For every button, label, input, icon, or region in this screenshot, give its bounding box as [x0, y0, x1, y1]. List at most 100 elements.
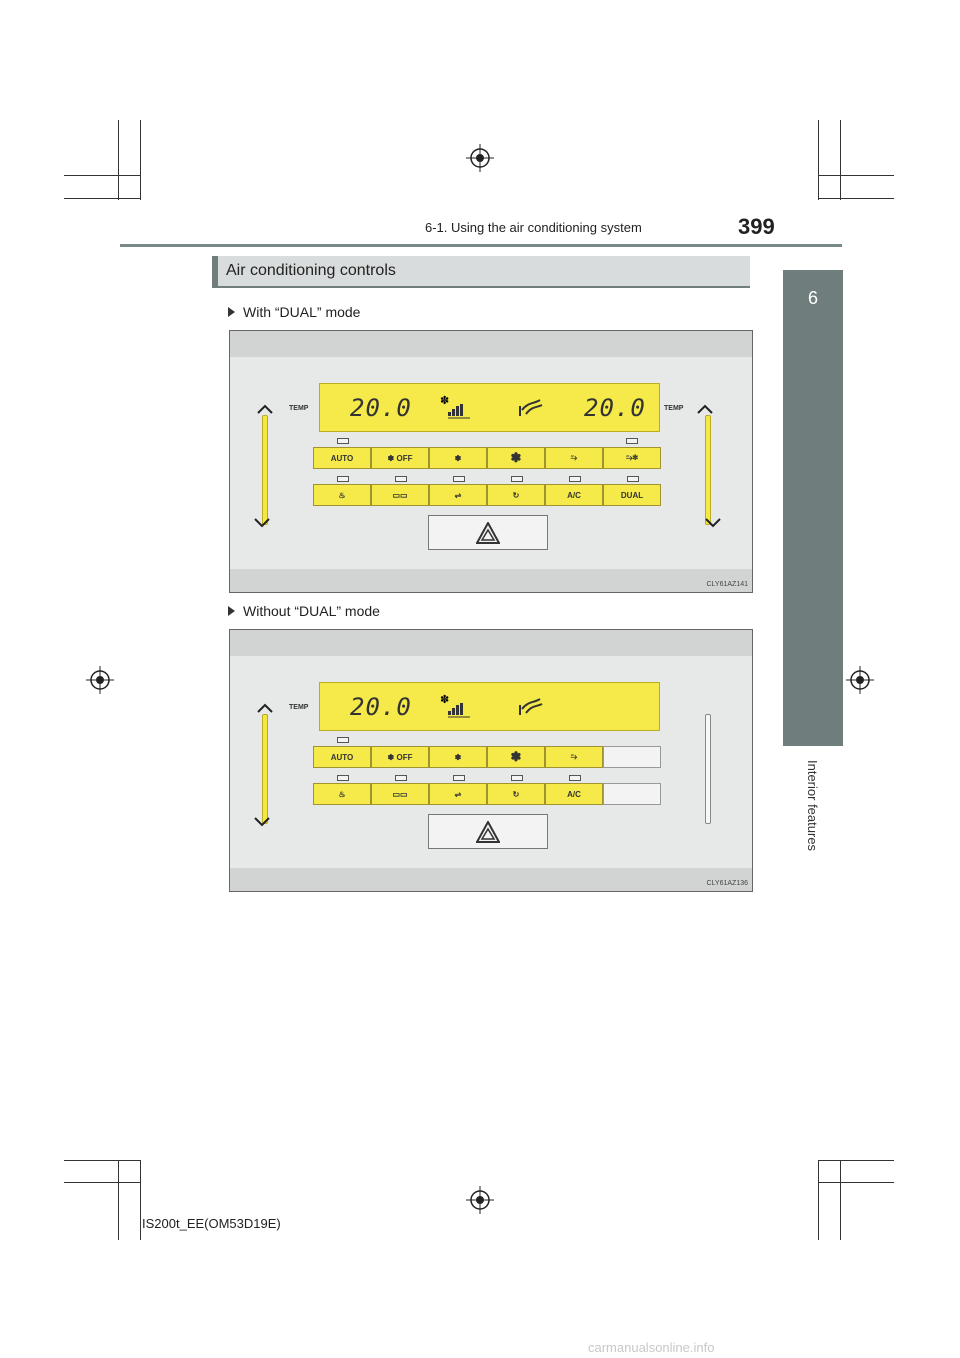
fresh-air-button[interactable]: ⇌ [429, 484, 487, 506]
ac-panel-dual: TEMP TEMP 20.0 ✽ 20.0 AUTO ✽ OFF ✽ ✽ ⥲ ⥲… [229, 330, 753, 593]
recirculate-button[interactable]: ↻ [487, 484, 545, 506]
auto-button[interactable]: AUTO [313, 746, 371, 768]
temperature-left: 20.0 [350, 693, 412, 721]
fan-speed-up-button[interactable]: ✽ [487, 447, 545, 469]
fan-off-button[interactable]: ✽ OFF [371, 447, 429, 469]
chapter-label: Interior features [805, 760, 820, 852]
fan-large-icon: ✽ [510, 749, 522, 764]
caption-text: Without “DUAL” mode [243, 603, 380, 619]
temp-slider-right-inactive [705, 714, 711, 824]
fresh-air-button[interactable]: ⇌ [429, 783, 487, 805]
indicator-led [395, 476, 407, 482]
hazard-button[interactable] [428, 515, 548, 550]
windshield-defog-icon: ♨ [338, 789, 346, 799]
fan-speed-down-button[interactable]: ✽ [429, 746, 487, 768]
button-row-upper: AUTO ✽ OFF ✽ ✽ ⥲ [313, 746, 661, 768]
registration-mark-icon [86, 666, 114, 694]
fan-speed-up-button[interactable]: ✽ [487, 746, 545, 768]
crop-mark [818, 198, 894, 199]
crop-mark [818, 1160, 819, 1240]
indicator-led [569, 775, 581, 781]
fan-small-icon: ✽ [454, 752, 462, 762]
panel-top-strip [230, 630, 752, 656]
section-heading-text: Air conditioning controls [226, 262, 396, 279]
recirculate-button[interactable]: ↻ [487, 783, 545, 805]
crop-mark [140, 1160, 141, 1240]
chevron-down-icon [705, 515, 721, 528]
crop-mark [818, 1182, 894, 1183]
fan-icon: ✽ [387, 752, 397, 762]
auto-button[interactable]: AUTO [313, 447, 371, 469]
fresh-air-icon: ⇌ [454, 789, 462, 799]
registration-mark-icon [466, 144, 494, 172]
crop-mark [818, 120, 819, 200]
chevron-up-icon [257, 700, 273, 713]
temp-slider-left[interactable] [262, 415, 268, 525]
fan-large-icon: ✽ [510, 450, 522, 465]
chevron-down-icon [254, 814, 270, 827]
indicator-led [453, 476, 465, 482]
rear-defog-button[interactable]: ▭▭ [371, 783, 429, 805]
crop-mark [64, 198, 140, 199]
crop-mark [64, 1182, 140, 1183]
figure-caption: Without “DUAL” mode [228, 603, 380, 619]
fresh-air-icon: ⇌ [454, 490, 462, 500]
airflow-mode-icon [519, 399, 543, 416]
running-header-section: 6-1. Using the air conditioning system [425, 220, 642, 235]
fan-off-button[interactable]: ✽ OFF [371, 746, 429, 768]
panel-bottom-strip [230, 868, 752, 891]
crop-mark [818, 1160, 894, 1161]
recirculate-icon: ↻ [512, 490, 520, 500]
rear-defog-icon: ▭▭ [392, 490, 408, 500]
chevron-down-icon [254, 515, 270, 528]
image-code: CLY61AZ141 [706, 581, 748, 588]
crop-mark [64, 175, 140, 176]
figure-caption: With “DUAL” mode [228, 304, 360, 320]
svg-text:✽: ✽ [440, 394, 449, 407]
dual-button[interactable]: DUAL [603, 484, 661, 506]
header-rule [120, 244, 842, 247]
airflow-auto-icon: ⥲✽ [626, 453, 638, 462]
indicator-led [511, 476, 523, 482]
blank-button [603, 783, 661, 805]
windshield-defog-button[interactable]: ♨ [313, 484, 371, 506]
windshield-defog-icon: ♨ [338, 490, 346, 500]
fan-speed-down-button[interactable]: ✽ [429, 447, 487, 469]
crop-mark [118, 1160, 119, 1240]
ac-panel-single: TEMP 20.0 ✽ AUTO ✽ OFF ✽ ✽ ⥲ ♨ ▭▭ ⇌ ↻ A/… [229, 629, 753, 892]
lcd-display: 20.0 ✽ 20.0 [319, 383, 660, 432]
fan-speed-icon: ✽ [440, 394, 470, 419]
bullet-arrow-icon [228, 606, 235, 616]
hazard-button[interactable] [428, 814, 548, 849]
airflow-mode-button[interactable]: ⥲ [545, 447, 603, 469]
temp-label-right: TEMP [664, 405, 684, 412]
airflow-mode-button[interactable]: ⥲ [545, 746, 603, 768]
registration-mark-icon [846, 666, 874, 694]
airflow-icon: ⥲ [570, 453, 578, 462]
airflow-auto-button[interactable]: ⥲✽ [603, 447, 661, 469]
windshield-defog-button[interactable]: ♨ [313, 783, 371, 805]
fan-off-label: OFF [396, 752, 413, 762]
ac-button[interactable]: A/C [545, 783, 603, 805]
temp-slider-left[interactable] [262, 714, 268, 824]
fan-small-icon: ✽ [454, 453, 462, 463]
indicator-led [337, 476, 349, 482]
blank-button [603, 746, 661, 768]
document-code-footer: IS200t_EE(OM53D19E) [142, 1216, 281, 1231]
rear-defog-button[interactable]: ▭▭ [371, 484, 429, 506]
rear-defog-icon: ▭▭ [392, 789, 408, 799]
hazard-icon [476, 820, 500, 843]
temp-slider-right[interactable] [705, 415, 711, 525]
button-row-upper: AUTO ✽ OFF ✽ ✽ ⥲ ⥲✽ [313, 447, 661, 469]
crop-mark [818, 175, 894, 176]
heading-underline [212, 286, 750, 288]
indicator-led [337, 737, 349, 743]
ac-button[interactable]: A/C [545, 484, 603, 506]
chevron-up-icon [257, 401, 273, 414]
heading-accent-bar [212, 256, 218, 286]
indicator-led [395, 775, 407, 781]
fan-speed-icon: ✽ [440, 693, 470, 718]
recirculate-icon: ↻ [512, 789, 520, 799]
indicator-led [569, 476, 581, 482]
fan-off-label: OFF [396, 453, 413, 463]
